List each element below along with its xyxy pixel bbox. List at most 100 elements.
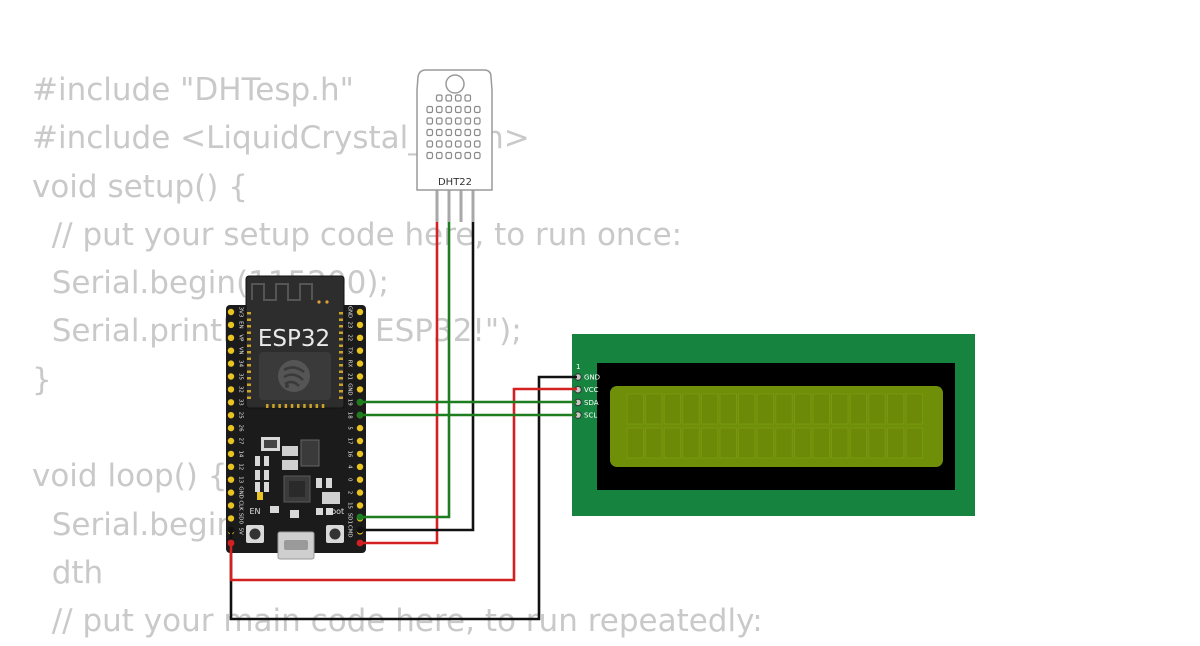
pin-label: GND [347,306,353,318]
pin-label: TX [347,346,353,354]
pin-label: SD0 [238,513,244,525]
boot-button[interactable]: Boot [326,507,344,543]
pin-17[interactable] [356,437,364,445]
pin-25[interactable] [227,412,235,419]
pin-label: 3V3 [238,307,244,318]
dht22-body [416,69,493,191]
pin-label: 12 [238,463,244,470]
esp32-board[interactable]: ESP32 [226,275,366,560]
pin-label: 5 [347,426,353,429]
pin-sd0[interactable] [227,515,235,522]
dht22-sensor[interactable]: DHT22 [416,69,493,222]
pin-label: 19 [347,399,353,406]
pin-label: CMD [347,525,353,538]
pin-gnd[interactable] [356,386,364,393]
lcd-pin-header: GND VCC SDA SCL [574,373,600,420]
pin-label: GND [238,486,244,498]
pin-label: 32 [238,386,244,393]
pin-gnd[interactable] [356,308,364,316]
pin-clk[interactable] [227,502,235,509]
lcd-pin1-marker: 1 [576,363,580,371]
code-line: #include "DHTesp.h" [32,72,354,108]
code-line: dth [32,554,104,591]
boot-button-label: Boot [326,507,344,516]
pin-vn[interactable] [227,347,235,354]
code-line: void loop() { [32,458,228,495]
antenna-trace [251,283,313,301]
pin-15[interactable] [356,502,364,509]
pin-27[interactable] [227,437,235,445]
pin-en[interactable] [227,321,235,329]
pin-label: SD1 [347,513,353,524]
pin-34[interactable] [227,360,235,367]
pin-16[interactable] [356,450,364,458]
pin-label: 16 [347,450,353,457]
dht22-grille [426,94,481,160]
pin-35[interactable] [227,373,235,380]
pin-label: VP [238,334,244,342]
code-line: Serial.begin [32,506,236,543]
pin-label: 0 [347,478,353,482]
code-line: } [32,361,52,398]
pin-rx[interactable] [356,360,364,367]
micro-usb-port [277,531,315,560]
pin-33[interactable] [227,399,235,406]
lcd-pin-label: SCL [584,412,597,420]
lcd-pin-label: SDA [584,399,599,407]
pin-label: 27 [238,438,244,445]
pin-2[interactable] [356,489,364,496]
pin-4[interactable] [356,463,364,470]
module-led [325,300,329,304]
pin-label: RX [347,360,353,368]
pin-5[interactable] [356,424,364,432]
pin-vp[interactable] [227,334,235,341]
code-line: void setup() { [32,168,248,205]
espressif-logo-icon [278,360,310,392]
pin-gnd[interactable] [227,489,235,496]
wire-dht-data[interactable] [360,222,451,519]
lcd-pin-label: VCC [584,386,599,394]
wire-dht-vcc[interactable] [360,222,439,545]
pin-label: 26 [238,425,244,432]
pin-14[interactable] [227,450,235,458]
pin-label: VN [238,347,244,355]
pin-label: 18 [347,412,353,419]
module-pads [247,312,343,408]
pin-label: EN [238,321,244,328]
pin-23[interactable] [356,321,364,329]
pin-label: 21 [347,373,353,380]
pin-label: GND [347,383,353,395]
board-components [255,437,340,518]
circuit-diagram: DHT22 ESP32 [226,69,975,621]
pin-22[interactable] [356,334,364,341]
pin-label: 2 [347,491,353,494]
wire-dht-gnd[interactable] [360,222,475,532]
pin-32[interactable] [227,386,235,393]
dht22-legs [435,190,475,222]
lcd-pin-label: GND [584,374,600,382]
pin-label: 22 [347,334,353,341]
pin-label: 17 [347,438,353,445]
en-button-label: EN [249,507,260,516]
pin-label: 4 [347,465,353,469]
en-button[interactable]: EN [246,507,264,543]
pin-13[interactable] [227,476,235,483]
pin-3v3[interactable] [227,308,235,316]
dht22-label: DHT22 [438,177,472,188]
pin-label: 25 [238,412,244,419]
pin-21[interactable] [356,373,364,380]
pin-tx[interactable] [356,347,364,354]
wire-lcd-vcc[interactable] [229,387,577,582]
pin-26[interactable] [227,424,235,432]
module-led [317,300,321,304]
pin-label: 34 [238,360,244,367]
wire-lcd-gnd[interactable] [229,375,577,621]
pin-label: 33 [238,399,244,406]
lcd1602-i2c[interactable]: 1 GND VCC SDA SCL [572,334,975,516]
pin-0[interactable] [356,476,364,483]
pin-label: 23 [347,321,353,328]
esp32-label: ESP32 [258,326,330,352]
pin-12[interactable] [227,463,235,470]
pin-label: 15 [347,502,353,509]
